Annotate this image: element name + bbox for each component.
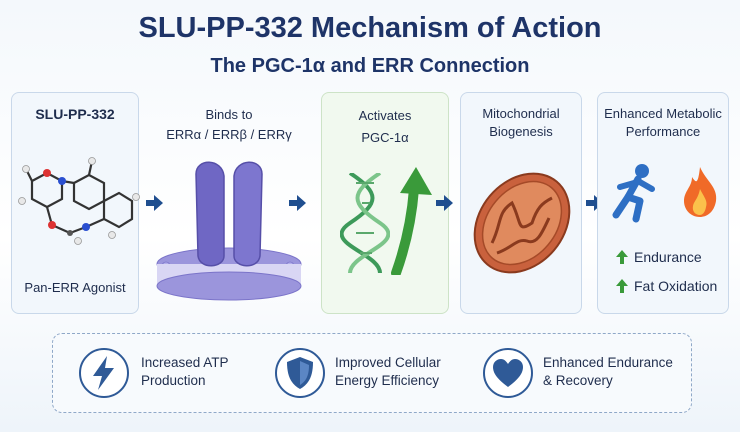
flow-arrow-icon [586,195,603,211]
benefits-box: Increased ATP Production Improved Cellul… [52,333,692,413]
flow-arrow-icon [436,195,453,211]
benefit-atp-line1: Increased ATP [141,355,229,370]
compound-name: SLU-PP-332 [35,106,115,122]
benefit-endurance-line1: Enhanced Endurance [543,355,673,370]
panel-receptor: Binds to ERRα / ERRβ / ERRγ [146,92,312,314]
molecule-structure-icon [18,157,140,245]
panel-mitochondria: Mitochondrial Biogenesis [460,92,582,314]
performance-label-line1: Enhanced Metabolic [604,106,722,121]
benefit-efficiency-line1: Improved Cellular [335,355,441,370]
shield-icon [287,357,313,389]
outcome-fat-oxidation: Fat Oxidation [634,278,718,294]
panel-pgc1a: Activates PGC-1α [321,92,449,314]
mito-label-line1: Mitochondrial [482,106,560,121]
receptor-label-line2: ERRα / ERRβ / ERRγ [166,127,292,142]
panel-compound: SLU-PP-332 Pan-ERR Agonist [11,92,140,314]
pgc-label-line2: PGC-1α [361,130,409,145]
runner-icon [612,164,655,223]
panel-performance: Enhanced Metabolic Performance Endurance… [597,92,729,314]
benefit-endurance-line2: & Recovery [543,373,613,388]
flow-arrow-icon [146,195,163,211]
mitochondria-icon [473,172,571,274]
pgc-label-line1: Activates [358,108,412,123]
benefit-endurance-circle [483,348,533,398]
benefit-efficiency-line2: Energy Efficiency [335,373,440,388]
page-subtitle: The PGC-1α and ERR Connection [210,55,530,77]
flow-arrow-icon [289,195,306,211]
increase-arrow-icon [391,167,432,275]
mito-label-line2: Biogenesis [489,124,553,139]
heart-icon [493,359,523,387]
up-arrow-icon [616,250,628,264]
benefit-atp-line2: Production [141,373,206,388]
page-title: SLU-PP-332 Mechanism of Action [138,12,602,44]
benefit-atp-circle [79,348,129,398]
lightning-icon [93,356,114,390]
outcome-endurance: Endurance [634,249,702,265]
receptor-label-line1: Binds to [205,107,253,122]
flame-icon [684,167,717,217]
benefit-efficiency-circle [275,348,325,398]
compound-caption: Pan-ERR Agonist [24,280,126,295]
dna-helix-icon [340,173,390,273]
receptor-icon [156,161,302,301]
performance-label-line2: Performance [625,124,701,139]
up-arrow-icon [616,279,628,293]
